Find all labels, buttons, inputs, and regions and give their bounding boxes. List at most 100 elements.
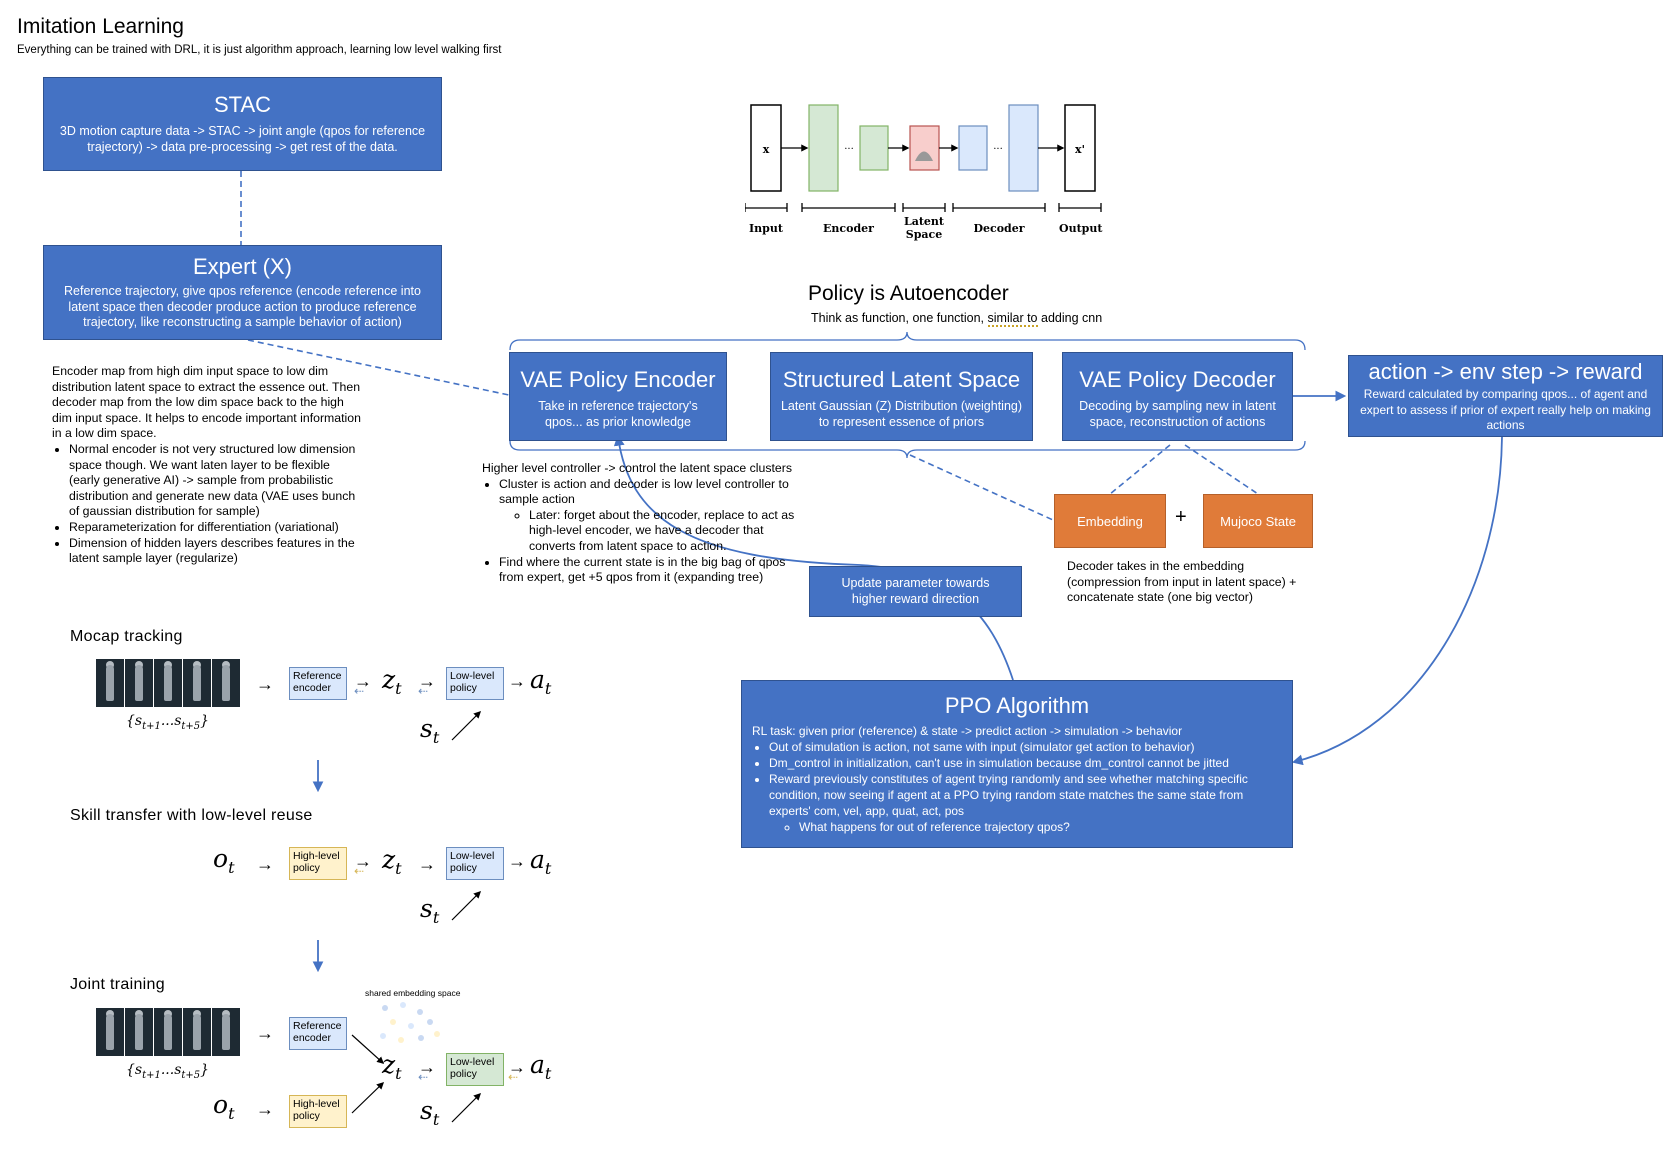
policy-subtitle-pre: Think as function, one function,	[811, 311, 988, 325]
stac-box: STAC 3D motion capture data -> STAC -> j…	[43, 77, 442, 171]
seq-close: }	[200, 1062, 210, 1078]
latent-space-body: Latent Gaussian (Z) Distribution (weight…	[780, 399, 1023, 429]
skill-high-level-policy: High-level policy	[289, 847, 347, 880]
arrow-right: →	[508, 851, 526, 871]
mocap-frame	[125, 659, 153, 707]
shared-embedding-dots	[380, 1002, 440, 1043]
ae-dots-decoder: ...	[993, 141, 1003, 152]
arrow-left-blue: ⇠	[418, 684, 429, 698]
update-parameter-box: Update parameter towards higher reward d…	[809, 566, 1022, 617]
ppo-bullet: Out of simulation is action, not same wi…	[769, 739, 1282, 755]
mocap-frame	[96, 659, 124, 707]
encoder-notes-para: Encoder map from high dim input space to…	[52, 364, 361, 441]
controller-note-subbullet: Later: forget about the encoder, replace…	[529, 508, 800, 555]
ae-label-output: Output	[1059, 222, 1103, 235]
joint-sequence: {st+1...st+5}	[126, 1062, 209, 1081]
seq-open: {s	[126, 1062, 143, 1078]
seq-sub2: t+5	[181, 1069, 201, 1081]
controller-notes-heading: Higher level controller -> control the l…	[482, 461, 792, 475]
env-step-title: action -> env step -> reward	[1368, 359, 1643, 384]
joint-z-t: zt	[382, 1050, 402, 1083]
joint-low-level-policy: Low-level policy	[446, 1053, 504, 1086]
arrow-left-blue: ⇠	[418, 1070, 429, 1084]
plus-sign: +	[1175, 506, 1187, 528]
vae-decoder-title: VAE Policy Decoder	[1079, 367, 1276, 392]
mocap-title: Mocap tracking	[70, 628, 183, 645]
expert-title: Expert (X)	[192, 254, 293, 279]
expert-body: Reference trajectory, give qpos referenc…	[64, 284, 421, 329]
skill-s-t: st	[420, 894, 440, 927]
vae-encoder-body: Take in reference trajectory's qpos... a…	[538, 399, 698, 429]
mocap-s-t: st	[420, 714, 440, 747]
controller-notes: Higher level controller -> control the l…	[482, 461, 800, 586]
seq-mid: ...s	[160, 713, 182, 729]
mocap-reference-encoder: Reference encoder	[289, 667, 347, 700]
skill-transfer-title: Skill transfer with low-level reuse	[70, 807, 313, 824]
arrow-right: →	[256, 674, 274, 694]
mujoco-state-box: Mujoco State	[1203, 494, 1313, 548]
stac-title: STAC	[213, 92, 272, 117]
seq-sub1: t+1	[142, 720, 161, 732]
arrow-right: →	[418, 854, 436, 874]
decoder-note: Decoder takes in the embedding (compress…	[1067, 559, 1297, 605]
arrow-right: →	[508, 671, 526, 691]
vae-decoder-body: Decoding by sampling new in latent space…	[1079, 399, 1276, 429]
skill-z-t: zt	[382, 845, 402, 878]
skill-low-level-policy: Low-level policy	[446, 847, 504, 880]
mocap-a-t: at	[530, 665, 552, 698]
ppo-title: PPO Algorithm	[944, 693, 1090, 718]
policy-title: Policy is Autoencoder	[808, 282, 1009, 305]
seq-close: }	[200, 713, 210, 729]
controller-note-bullet: Cluster is action and decoder is low lev…	[499, 477, 800, 508]
joint-frame	[183, 1008, 211, 1056]
ppo-box: PPO Algorithm RL task: given prior (refe…	[741, 680, 1293, 848]
vae-encoder-box: VAE Policy Encoder Take in reference tra…	[509, 352, 727, 441]
joint-frame	[125, 1008, 153, 1056]
arrow-left-yellow: ⇠	[508, 1070, 519, 1084]
env-step-box: action -> env step -> reward Reward calc…	[1348, 355, 1663, 437]
ppo-line: RL task: given prior (reference) & state…	[752, 724, 1183, 738]
joint-reference-encoder: Reference encoder	[289, 1017, 347, 1050]
arrow-right: →	[354, 671, 372, 691]
shared-embedding-label: shared embedding space	[365, 988, 461, 998]
seq-sub1: t+1	[142, 1069, 161, 1081]
expert-box: Expert (X) Reference trajectory, give qp…	[43, 245, 442, 340]
encoder-notes: Encoder map from high dim input space to…	[52, 364, 362, 567]
mocap-frame	[154, 659, 182, 707]
ae-label-encoder: Encoder	[823, 222, 874, 235]
joint-high-level-policy: High-level policy	[289, 1095, 347, 1128]
joint-frame	[154, 1008, 182, 1056]
encoder-note-bullet: Normal encoder is not very structured lo…	[69, 442, 362, 520]
encoder-note-bullet: Dimension of hidden layers describes fea…	[69, 536, 362, 567]
ae-xprime-label: x'	[1075, 143, 1085, 156]
ae-label-input: Input	[749, 222, 783, 235]
joint-s-t: st	[420, 1096, 440, 1129]
joint-frames	[96, 1008, 241, 1056]
seq-mid: ...s	[160, 1062, 182, 1078]
page-title: Imitation Learning	[17, 15, 184, 38]
page-subtitle: Everything can be trained with DRL, it i…	[17, 44, 502, 56]
arrow-right: →	[256, 1023, 274, 1043]
env-step-body: Reward calculated by comparing qpos... o…	[1360, 387, 1651, 432]
mocap-frames	[96, 659, 241, 707]
policy-subtitle-post: adding cnn	[1037, 311, 1103, 325]
joint-training-title: Joint training	[70, 976, 165, 993]
skill-a-t: at	[530, 845, 552, 878]
arrow-left-blue: ⇠	[354, 684, 365, 698]
vae-encoder-title: VAE Policy Encoder	[520, 367, 716, 392]
arrow-right: →	[256, 1099, 274, 1119]
arrow-right: →	[418, 1057, 436, 1077]
encoder-note-bullet: Reparameterization for differentiation (…	[69, 520, 362, 536]
mocap-low-level-policy: Low-level policy	[446, 667, 504, 700]
latent-space-title: Structured Latent Space	[782, 367, 1021, 392]
seq-open: {s	[126, 713, 143, 729]
ppo-bullet: Reward previously constitutes of agent t…	[769, 771, 1282, 819]
joint-frame	[96, 1008, 124, 1056]
seq-sub2: t+5	[181, 720, 201, 732]
arrow-right: →	[418, 671, 436, 691]
skill-o-t: ot	[213, 844, 235, 877]
arrow-right: →	[256, 854, 274, 874]
mocap-frame	[212, 659, 240, 707]
arrow-right: →	[508, 1057, 526, 1077]
ae-label-latent: Latent Space	[903, 215, 945, 241]
